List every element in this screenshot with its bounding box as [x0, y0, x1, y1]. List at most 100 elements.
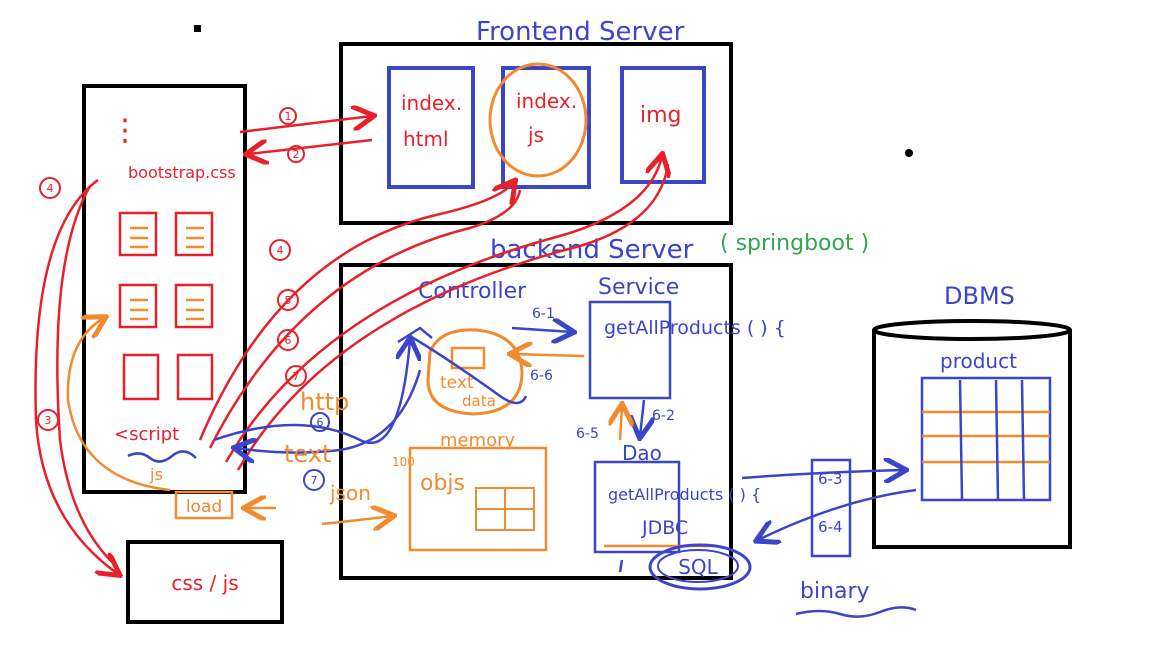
arrow-get-indexjs	[198, 182, 514, 441]
http-label: http	[300, 388, 349, 416]
controller-inner-rect	[450, 346, 486, 370]
arrow-dao-return	[618, 559, 624, 573]
index-html-label-1: index.	[401, 91, 462, 115]
index-js-highlight	[488, 62, 588, 178]
memory-100-label: 100	[392, 455, 415, 469]
controller-label: Controller	[418, 279, 527, 304]
page-icons	[118, 211, 214, 401]
index-js-label-1: index.	[516, 89, 577, 113]
arrow-load-callback	[66, 318, 171, 492]
step-6-marker: 6	[285, 334, 292, 347]
arrow-service-to-controller	[512, 354, 585, 356]
index-js-label-2: js	[527, 123, 544, 147]
index-js-file	[501, 66, 591, 189]
stray-dot	[194, 25, 201, 32]
arrow-json-line	[321, 516, 392, 524]
arrow-dao-dbms	[741, 470, 904, 478]
index-html-file	[387, 66, 475, 189]
service-label: Service	[598, 275, 679, 300]
controller-bubble	[426, 328, 524, 416]
step-7-marker: 7	[293, 370, 300, 383]
springboot-label: ( springboot )	[720, 231, 869, 256]
memory-box	[408, 446, 548, 552]
arrow-response-html	[248, 138, 373, 154]
load-box: load	[174, 490, 234, 520]
arrow-request-html	[239, 116, 372, 134]
product-table	[920, 376, 1052, 502]
orange-arrows	[66, 318, 622, 524]
blue-arrows	[213, 328, 917, 573]
red-arrows	[34, 116, 670, 574]
product-table-rows	[922, 410, 1050, 464]
sql-label: SQL	[678, 555, 718, 579]
text-data-label-1: text	[440, 373, 474, 393]
arrow-bootstrap-css	[34, 178, 118, 574]
css-js-label: css / js	[171, 571, 238, 595]
dbms: DBMS product	[872, 282, 1072, 549]
step-1-marker: 1	[285, 110, 292, 123]
arrow-controller-service	[511, 328, 572, 332]
page-icon-lines	[130, 226, 204, 321]
dbms-label: DBMS	[944, 282, 1015, 310]
script-tag-label: <script	[114, 424, 179, 445]
bootstrap-css-label: bootstrap.css	[128, 163, 236, 182]
sql-oval-inner	[657, 549, 739, 583]
ellipsis-dots: ⋮	[110, 113, 140, 148]
json-label: json	[329, 481, 371, 505]
step-6-blue-marker: 6	[317, 416, 324, 429]
step-6-3-label: 6-3	[818, 470, 843, 488]
step-6-6-label: 6-6	[530, 368, 553, 384]
step-6-2-label: 6-2	[652, 408, 675, 424]
step-markers-blue	[303, 412, 330, 491]
service-box	[588, 300, 672, 400]
index-html-label-2: html	[403, 127, 449, 151]
dao-box	[593, 460, 681, 554]
backend-server: backend Server ( springboot ) Controller…	[339, 231, 869, 591]
dao-method: getAllProducts ( ) {	[608, 485, 761, 504]
step-4-marker: 4	[47, 182, 54, 195]
jdbc-label: JDBC	[641, 517, 688, 539]
service-method: getAllProducts ( ) {	[604, 317, 786, 339]
step-6-1-label: 6-1	[532, 306, 555, 322]
arrow-bootstrap-css-2	[56, 185, 113, 563]
js-small-label: js	[149, 465, 163, 484]
arrow-dao-to-service	[620, 406, 622, 441]
step-3-marker: 3	[45, 414, 52, 427]
binary-underline	[795, 606, 917, 618]
arrow-http-response	[236, 369, 422, 453]
step-6-4-label: 6-4	[818, 518, 843, 536]
product-table-cols	[958, 379, 1026, 501]
css-js-box: css / js	[126, 540, 284, 624]
img-label: img	[640, 103, 682, 128]
step-4-marker-b: 4	[277, 244, 284, 257]
dbms-body	[872, 330, 1072, 549]
memory-label: memory	[440, 430, 516, 451]
step-2-marker: 2	[293, 148, 300, 161]
text-label: text	[284, 440, 331, 468]
arrow-get-img	[224, 156, 662, 463]
objs-label: objs	[420, 471, 465, 496]
arrow-get-img-2	[236, 163, 670, 471]
step-5-marker: 5	[285, 294, 292, 307]
arrow-service-dao	[640, 399, 644, 436]
binary-label: binary	[800, 579, 870, 604]
step-markers-red	[37, 107, 307, 431]
binary-transfer-box	[810, 458, 852, 558]
script-underline	[127, 450, 197, 463]
arrow-dbms-dao	[758, 488, 917, 540]
sql-oval	[648, 543, 752, 591]
product-table-label: product	[940, 349, 1017, 373]
stray-dot	[905, 149, 913, 157]
step-6-5-label: 6-5	[576, 426, 599, 442]
arrow-get-indexjs-2	[208, 189, 522, 449]
browser-box: ⋮ bootstrap.css <script js	[82, 84, 247, 494]
dbms-top	[872, 319, 1072, 341]
backend-title: backend Server	[490, 235, 694, 265]
arrow-http-request	[213, 340, 410, 445]
load-label: load	[186, 497, 222, 517]
text-data-label-2: data	[462, 392, 496, 410]
frontend-server: Frontend Server index. html index. js im…	[339, 17, 733, 225]
step-7-blue-marker: 7	[311, 474, 318, 487]
memory-grid	[475, 487, 535, 531]
